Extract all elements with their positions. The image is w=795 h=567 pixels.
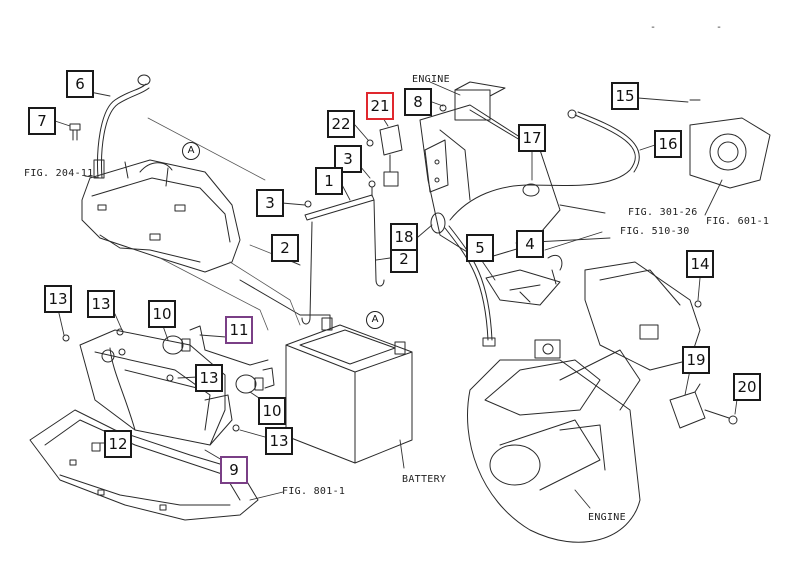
small-screws xyxy=(62,104,447,432)
callout-6[interactable]: 6 xyxy=(66,70,94,98)
bulbs-10 xyxy=(162,325,275,394)
bracket-5 xyxy=(485,254,563,306)
callout-8[interactable]: 8 xyxy=(404,88,432,116)
callout-20[interactable]: 20 xyxy=(733,373,761,401)
label-engine-bottom: ENGINE xyxy=(588,512,626,523)
callout-3a[interactable]: 3 xyxy=(334,145,362,173)
circle-a-top: A xyxy=(182,142,200,160)
callout-16[interactable]: 16 xyxy=(654,130,682,158)
ref-fig-204-11: FIG. 204-11 xyxy=(24,168,94,179)
callout-11[interactable]: 11 xyxy=(225,316,253,344)
headlamp-assembly xyxy=(79,329,233,446)
battery-holddown xyxy=(301,180,385,325)
screw-20 xyxy=(704,409,738,425)
label-engine-top: ENGINE xyxy=(412,74,450,85)
label-battery: BATTERY xyxy=(402,474,447,485)
leader-lines xyxy=(147,117,301,331)
ref-fig-801-1: FIG. 801-1 xyxy=(282,486,346,497)
callout-4[interactable]: 4 xyxy=(516,230,544,258)
callout-13a[interactable]: 13 xyxy=(44,285,72,313)
callout-2a[interactable]: 2 xyxy=(271,234,299,262)
callout-13b[interactable]: 13 xyxy=(87,290,115,318)
relay-19 xyxy=(669,383,706,429)
callout-10b[interactable]: 10 xyxy=(258,397,286,425)
callout-22[interactable]: 22 xyxy=(327,110,355,138)
callout-15[interactable]: 15 xyxy=(611,82,639,110)
callout-5[interactable]: 5 xyxy=(466,234,494,262)
callout-13d[interactable]: 13 xyxy=(265,427,293,455)
dash-mark-2: - xyxy=(716,22,723,33)
callout-18[interactable]: 18 xyxy=(390,223,418,251)
circle-a-bottom: A xyxy=(366,311,384,329)
relay-21 xyxy=(379,124,403,187)
engine-top-bracket xyxy=(419,81,561,261)
callout-10a[interactable]: 10 xyxy=(148,300,176,328)
ref-fig-510-30: FIG. 510-30 xyxy=(620,226,690,237)
callout-19[interactable]: 19 xyxy=(682,346,710,374)
cables-16-17 xyxy=(430,109,640,347)
callout-17[interactable]: 17 xyxy=(518,124,546,152)
dash-mark-1: - xyxy=(650,22,657,33)
callout-9[interactable]: 9 xyxy=(220,456,248,484)
callout-14[interactable]: 14 xyxy=(686,250,714,278)
callout-21[interactable]: 21 xyxy=(366,92,394,120)
bolt-7 xyxy=(69,123,81,141)
callout-7[interactable]: 7 xyxy=(28,107,56,135)
engine-bottom xyxy=(467,339,641,543)
callout-13c[interactable]: 13 xyxy=(195,364,223,392)
ref-fig-601-1: FIG. 601-1 xyxy=(706,216,770,227)
callout-1[interactable]: 1 xyxy=(315,167,343,195)
callout-12[interactable]: 12 xyxy=(104,430,132,458)
battery-tray xyxy=(81,159,241,273)
ref-fig-301-26: FIG. 301-26 xyxy=(628,207,698,218)
right-engine-bracket xyxy=(689,99,771,189)
callout-3b[interactable]: 3 xyxy=(256,189,284,217)
